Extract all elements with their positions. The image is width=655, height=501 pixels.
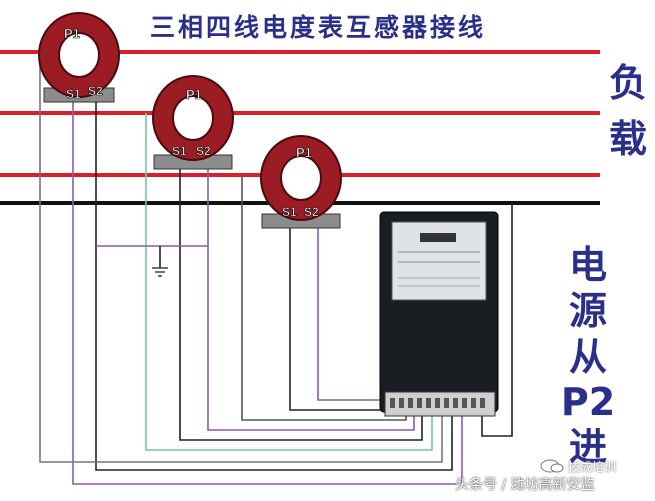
ct1-p1-label: P1 <box>64 26 80 41</box>
watermark-main: 头条号 / 潍坊高新安监 <box>455 477 595 493</box>
source-label-3: 从 <box>568 335 607 379</box>
energy-meter <box>379 211 499 417</box>
load-label-1: 负 <box>608 61 647 105</box>
ct2-p1-label: P1 <box>186 87 202 102</box>
ct3-p1-label: P1 <box>296 145 312 160</box>
source-label-5: 进 <box>568 425 607 469</box>
ct2-s1-label: S1 <box>172 144 187 158</box>
ct1-s2-label: S2 <box>88 84 103 98</box>
current-transformer-2: P1 S1 S2 <box>152 75 234 170</box>
source-label-4: P2 <box>560 380 616 424</box>
ground-icon <box>152 267 168 277</box>
secondary-wiring <box>39 52 513 485</box>
source-label-1: 电 <box>568 243 607 287</box>
watermark-secondary: 技成培训 <box>568 460 617 474</box>
load-label-2: 载 <box>608 117 647 161</box>
ct3-s2-label: S2 <box>304 205 319 219</box>
current-transformer-3: P1 S1 S2 <box>260 135 342 229</box>
ct2-s2-label: S2 <box>196 144 211 158</box>
diagram-title: 三相四线电度表互感器接线 <box>150 13 487 42</box>
source-label-2: 源 <box>568 289 607 333</box>
chat-bubble-icon <box>540 459 564 473</box>
ct3-s1-label: S1 <box>282 205 297 219</box>
current-transformer-1: P1 S1 S2 <box>38 12 120 103</box>
ct1-s1-label: S1 <box>66 87 81 101</box>
